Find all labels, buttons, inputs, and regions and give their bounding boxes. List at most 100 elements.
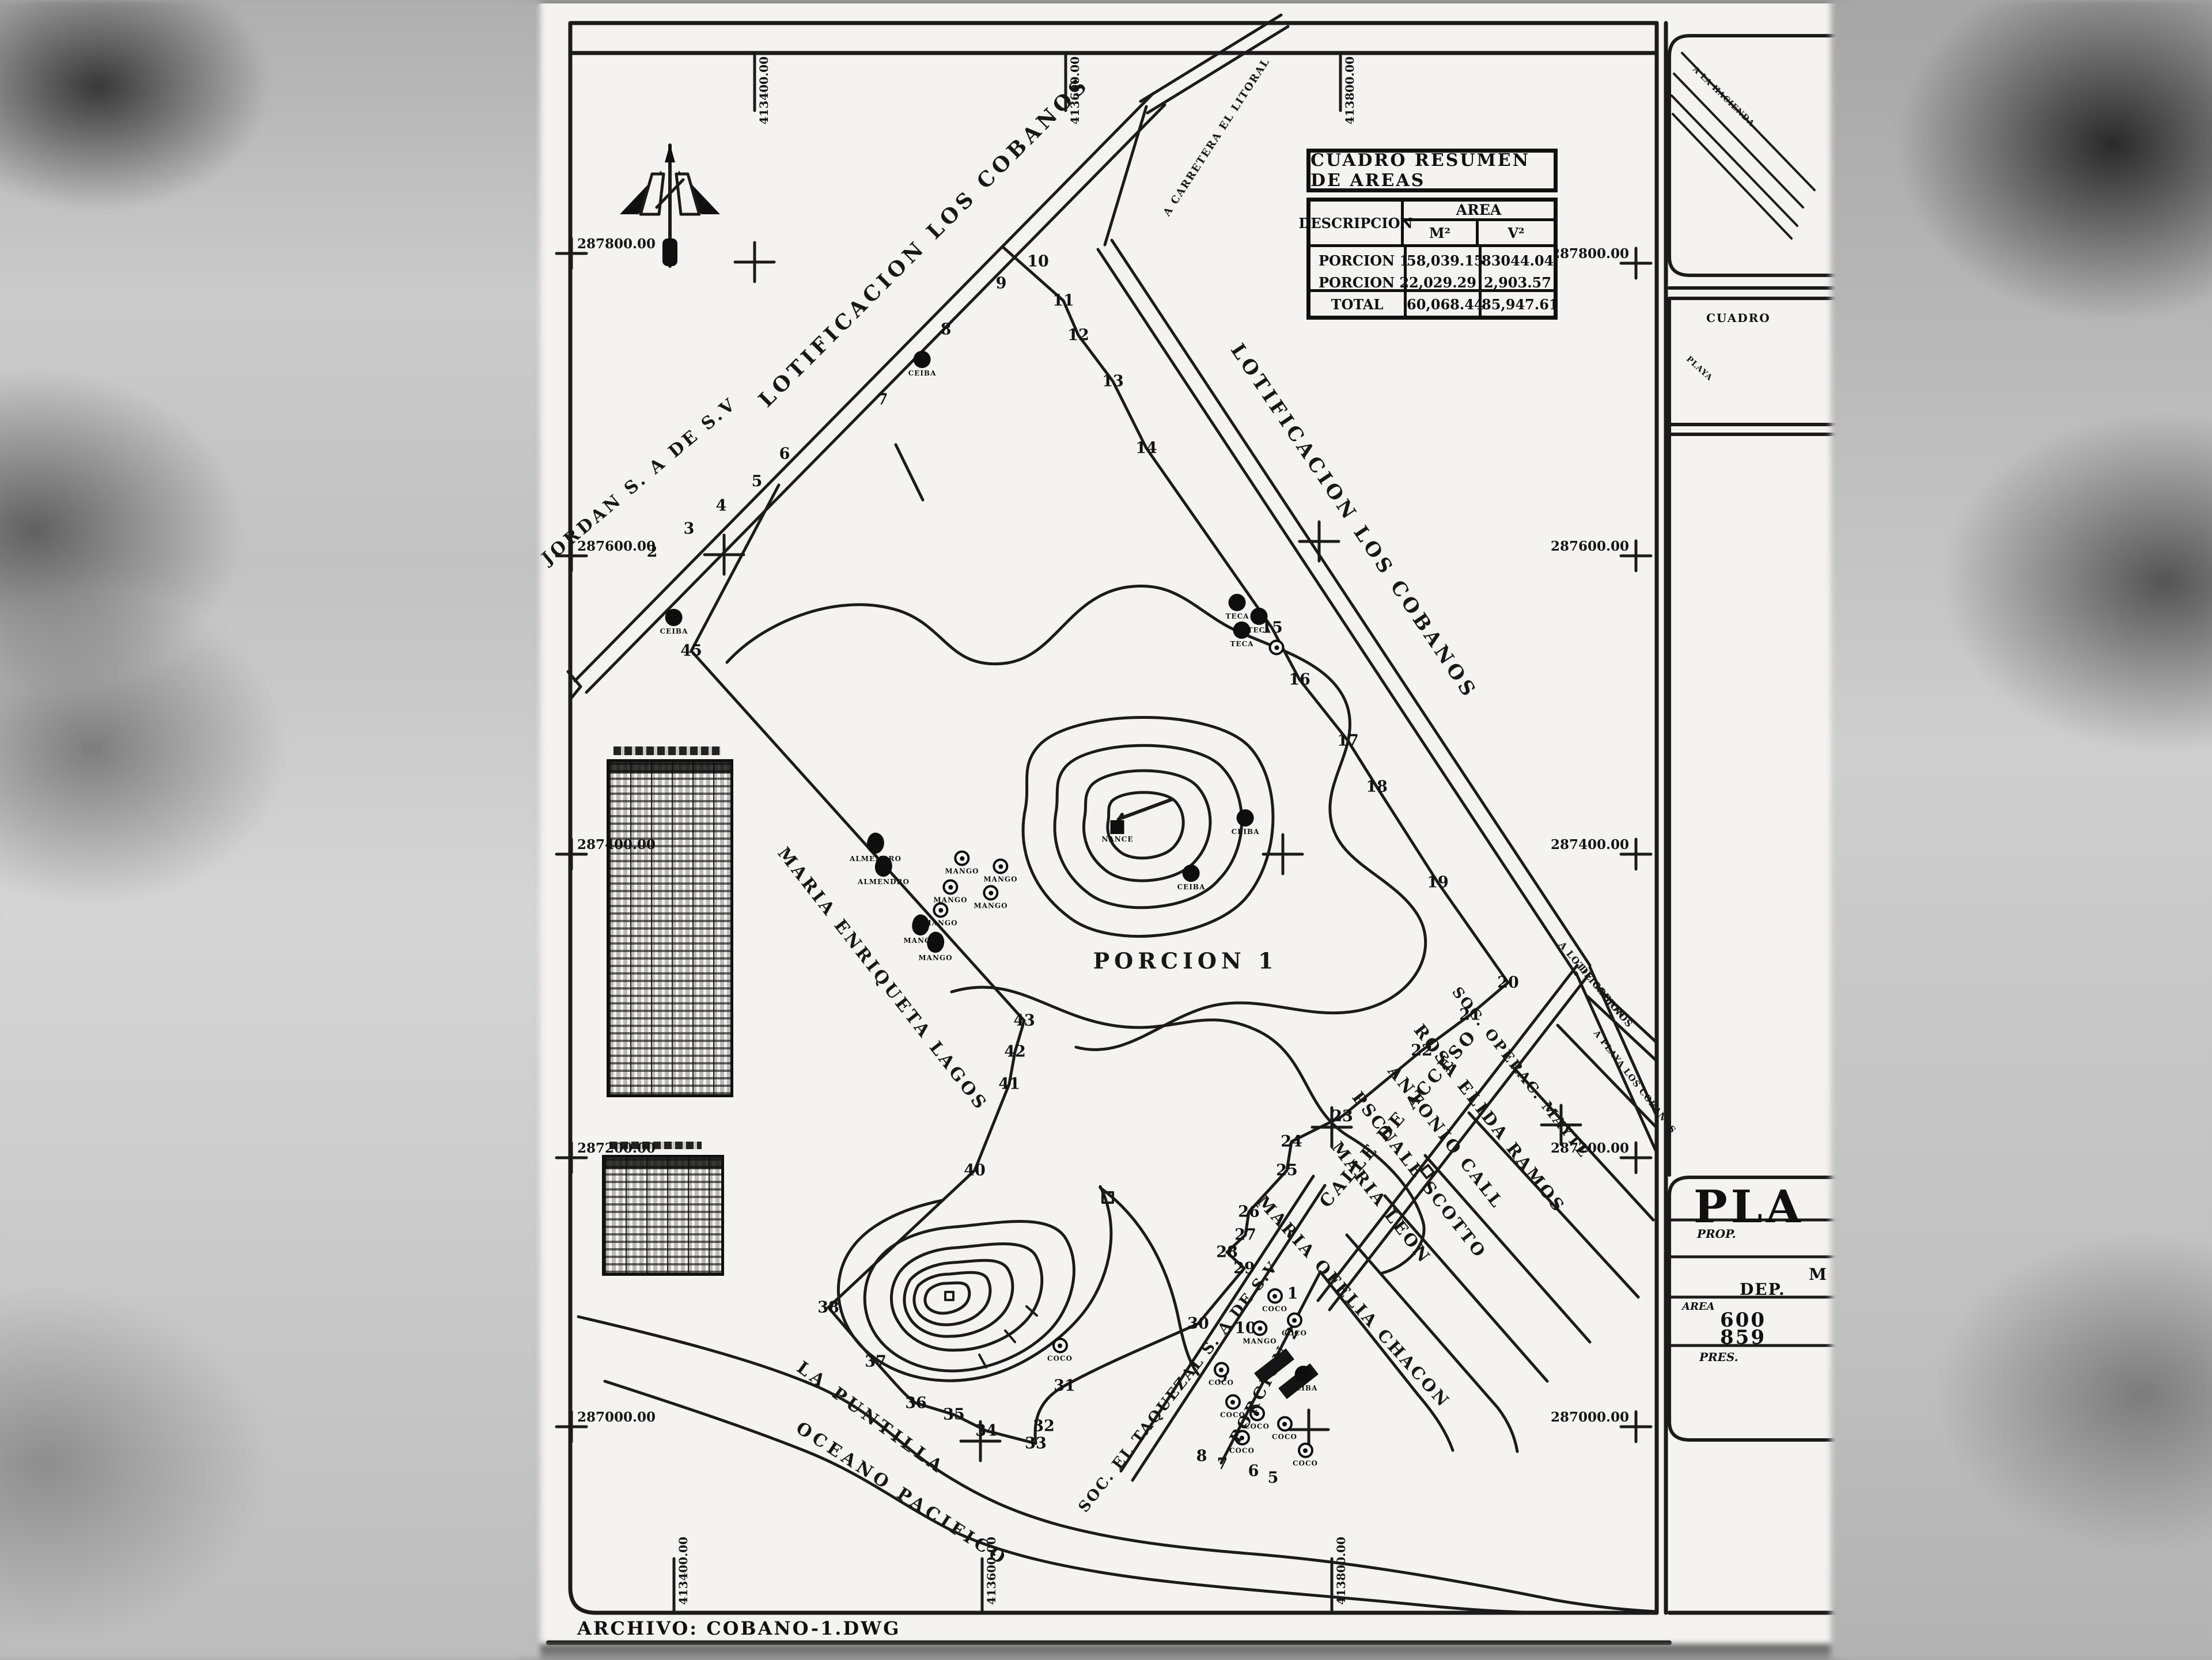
tree-label: COCO (1281, 1329, 1308, 1337)
photo-blur-right (1831, 0, 2212, 1659)
tree-label: MANGO (923, 919, 958, 927)
file-label: ARCHIVO: COBANO-1.DWG (577, 1617, 901, 1639)
vertex-25: 25 (1276, 1161, 1298, 1180)
tree-symbol (1267, 1288, 1283, 1304)
tree-label: NANCE (1101, 835, 1134, 843)
tree-coco-icon: COCO (1293, 1442, 1318, 1468)
vertex-12: 12 (1067, 326, 1089, 344)
tree-mango-icon: MANGO (974, 885, 1007, 910)
map-label-porcion-1: PORCION 1 (1093, 948, 1278, 974)
tree-symbol (1286, 1312, 1302, 1328)
drawing-sheet (536, 3, 1839, 1652)
grid-easting-bottom: 413400.00 (676, 1537, 690, 1605)
vertex-21: 21 (1459, 1006, 1481, 1024)
tree-symbol (1297, 1442, 1313, 1458)
tree-ceiba-icon: CEIBA (1177, 865, 1206, 891)
vertex-20: 20 (1497, 973, 1519, 992)
vertex-40: 40 (964, 1161, 986, 1180)
tree-coco-icon: COCO (1281, 1312, 1308, 1337)
tree-symbol (1268, 639, 1285, 655)
tree-ceiba-icon: CEIBA (660, 609, 688, 635)
vertex-5: 5 (1267, 1469, 1279, 1487)
grid-northing-left: 287600.00 (577, 539, 656, 554)
areas-table-title: CUADRO RESUMEN DE AREAS (1306, 149, 1558, 192)
areas-col-descripcion: DESCRIPCION (1299, 202, 1412, 244)
vertex-10: 10 (1027, 252, 1049, 271)
areas-col-area: AREA (1404, 202, 1554, 221)
vertex-11: 11 (1052, 291, 1074, 310)
tree-symbol (1225, 1394, 1241, 1410)
tree-symbol (1251, 608, 1268, 625)
tree-symbol (1252, 1320, 1268, 1336)
tree-mango-icon: MANGO (983, 858, 1017, 884)
tree-mango-icon: MANGO (1243, 1320, 1277, 1346)
vertex-24: 24 (1281, 1132, 1302, 1151)
tree-mango-icon: MANGO (933, 879, 967, 904)
tree-symbol (665, 609, 683, 626)
tree-label: COCO (1047, 1354, 1073, 1363)
areas-total-label: TOTAL (1331, 296, 1384, 313)
vertex-19: 19 (1427, 873, 1449, 892)
tree-label: COCO (1271, 1432, 1298, 1441)
vertex-7: 7 (1217, 1455, 1228, 1473)
vertex-17: 17 (1337, 732, 1359, 750)
bearings-table (607, 759, 733, 1097)
grid-easting-bottom: 413800.00 (1334, 1537, 1348, 1605)
tree-label: CEIBA (660, 627, 688, 635)
grid-northing-right: 287800.00 (1550, 246, 1629, 261)
tree-label: TECA (1225, 612, 1249, 620)
vertex-18: 18 (1366, 778, 1388, 796)
tree-mango-icon: MANGO (918, 930, 952, 962)
vertex-4: 4 (715, 497, 727, 515)
tree-label: CEIBA (908, 369, 937, 377)
tree-symbol (993, 858, 1009, 874)
vertex-3: 3 (683, 520, 695, 538)
tree-symbol (1236, 809, 1254, 827)
tree-mango-icon: MANGO (945, 850, 979, 876)
tree-symbol (1213, 1362, 1229, 1378)
tree-coco-icon: COCO (1229, 1430, 1255, 1455)
tree-symbol (913, 351, 931, 368)
vertex-1: 1 (1287, 1284, 1298, 1303)
areas-row1-desc: PORCION 1 (1319, 252, 1410, 269)
tree-symbol (942, 879, 959, 895)
tree-label: COCO (1208, 1378, 1234, 1387)
vertex-31: 31 (1054, 1377, 1075, 1395)
tree-teca-icon: TECA (1226, 594, 1249, 620)
tree-ceiba-icon: CEIBA (1290, 1366, 1318, 1392)
tree-symbol (1277, 1416, 1293, 1432)
areas-col-m2: M² (1404, 221, 1479, 244)
tree-coco-icon: COCO (1047, 1337, 1073, 1363)
tree-symbol (1182, 865, 1200, 882)
tree-label: COCO (1219, 1411, 1246, 1419)
titleblock-area-m2: 600 (1720, 1309, 1766, 1332)
vertex-5: 5 (751, 472, 763, 491)
tree-label: CEIBA (1231, 828, 1260, 836)
vertex-34: 34 (975, 1422, 997, 1440)
tree-coco-icon: COCO (1272, 1416, 1297, 1441)
tree-symbol (954, 850, 970, 866)
grid-northing-left: 287000.00 (577, 1409, 656, 1425)
tree-label: MANGO (945, 867, 979, 876)
vertex-9: 9 (995, 274, 1007, 293)
grid-northing-left: 287400.00 (577, 837, 656, 852)
vertex-23: 23 (1331, 1107, 1353, 1125)
vertex-42: 42 (1004, 1043, 1026, 1061)
tree-symbol (933, 902, 949, 918)
vertex-2: 2 (646, 543, 658, 561)
vertex-36: 36 (905, 1394, 927, 1412)
vertex-22: 22 (1411, 1041, 1433, 1060)
tree-mark-icon (1268, 639, 1285, 655)
tree-label: CEIBA (1177, 883, 1206, 891)
tree-label: COCO (1262, 1305, 1288, 1313)
tree-symbol (1249, 1405, 1265, 1422)
grid-northing-right: 287600.00 (1550, 539, 1629, 554)
photo-blur-bottom (518, 1644, 1838, 1660)
adjacent-sheet-caption: CUADRO (1706, 311, 1771, 325)
titleblock-pres: PRES. (1699, 1350, 1738, 1364)
vertex-33: 33 (1025, 1434, 1047, 1453)
titleblock-prop: PROP. (1697, 1227, 1736, 1241)
titleblock-plano: PLA (1694, 1181, 1805, 1233)
tree-ceiba-icon: CEIBA (1232, 809, 1260, 836)
grid-northing-right: 287400.00 (1550, 837, 1629, 852)
